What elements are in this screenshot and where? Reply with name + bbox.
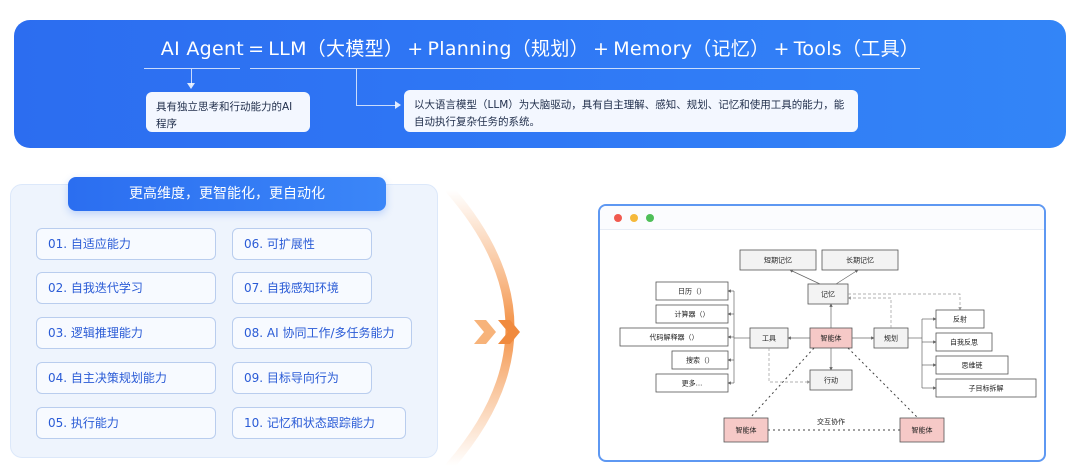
plan-item-subgoal-label: 子目标拆解	[969, 384, 1004, 393]
definition-long-text: 以大语言模型（LLM）为大脑驱动，具有自主理解、感知、规划、记忆和使用工具的能力…	[414, 99, 845, 128]
definition-banner: AI Agent=LLM（大模型）+Planning（规划）+Memory（记忆…	[14, 20, 1066, 148]
agent-left-node	[723, 417, 769, 443]
planning-to-memory-dashed	[847, 296, 892, 328]
formula-equals: =	[248, 38, 265, 60]
components-underline	[250, 68, 920, 69]
definition-long: 以大语言模型（LLM）为大脑驱动，具有自主理解、感知、规划、记忆和使用工具的能力…	[404, 90, 858, 132]
agent-to-left-agent-link	[749, 347, 815, 419]
capability-item-04: 04. 自主决策规划能力	[36, 362, 216, 394]
tool-item-calculator-label: 计算器（）	[675, 310, 710, 319]
close-dot-icon	[614, 214, 622, 222]
plan-item-cot-label: 思维链	[962, 361, 983, 370]
formula-plus-3: +	[773, 38, 790, 60]
components-connector-h	[356, 105, 396, 106]
agent-left-label: 智能体	[736, 426, 757, 435]
planning-label: 规划	[884, 334, 898, 343]
capability-item-07: 07. 自我感知环境	[232, 272, 372, 304]
capability-item-01: 01. 自适应能力	[36, 228, 216, 260]
agent-right-label: 智能体	[912, 426, 933, 435]
formula-plus-2: +	[592, 38, 610, 60]
tool-item-search-label: 搜索（）	[686, 356, 714, 365]
capability-item-10: 10. 记忆和状态跟踪能力	[232, 407, 406, 439]
short-memory-node	[739, 249, 817, 271]
formula-planning: Planning（规划）	[427, 38, 589, 60]
formula-llm: LLM（大模型）	[268, 38, 404, 60]
components-connector-v	[356, 69, 357, 105]
memory-to-short-arrow	[789, 269, 821, 285]
chevron-icon-2	[498, 320, 520, 344]
capability-item-06: 06. 可扩展性	[232, 228, 372, 260]
formula-memory: Memory（记忆）	[613, 38, 770, 60]
formula-term: AI Agent	[160, 38, 245, 60]
maximize-dot-icon	[646, 214, 654, 222]
capability-item-05: 05. 执行能力	[36, 407, 216, 439]
capability-item-08: 08. AI 协同工作/多任务能力	[232, 317, 412, 349]
tool-item-calendar-label: 日历（）	[678, 288, 706, 296]
memory-label: 记忆	[821, 290, 835, 299]
term-connector-arrow	[187, 83, 195, 89]
capability-item-02: 02. 自我迭代学习	[36, 272, 216, 304]
agent-formula: AI Agent=LLM（大模型）+Planning（规划）+Memory（记忆…	[14, 34, 1066, 61]
term-underline	[144, 68, 240, 69]
components-connector-arrow	[395, 101, 401, 109]
agent-architecture-diagram: 短期记忆 长期记忆 记忆 工具 智能体 规划 行动 日历（） 计算器（） 代码解…	[619, 249, 1037, 443]
formula-plus-1: +	[407, 38, 424, 60]
minimize-dot-icon	[630, 214, 638, 222]
memory-to-reflect-dashed	[848, 293, 962, 311]
arc-path	[445, 185, 515, 471]
term-connector	[191, 69, 192, 85]
formula-tools: Tools（工具）	[793, 38, 920, 60]
agent-diagram-window: 短期记忆 长期记忆 记忆 工具 智能体 规划 行动 日历（） 计算器（） 代码解…	[598, 204, 1046, 462]
chevron-icon-1	[474, 320, 496, 344]
tool-item-more-label: 更多...	[682, 379, 703, 388]
action-label: 行动	[824, 376, 838, 385]
collab-label: 交互协作	[817, 417, 845, 426]
definition-short: 具有独立思考和行动能力的AI 程序	[146, 92, 310, 132]
flow-arc	[445, 185, 520, 471]
capability-item-03: 03. 逻辑推理能力	[36, 317, 216, 349]
plan-item-self-critique-label: 自我反思	[950, 338, 978, 347]
memory-to-long-arrow	[835, 269, 859, 285]
long-memory-label: 长期记忆	[846, 256, 874, 265]
plan-item-reflect-label: 反射	[953, 315, 967, 324]
window-titlebar	[600, 206, 1044, 230]
short-memory-label: 短期记忆	[764, 256, 792, 265]
capability-header: 更高维度，更智能化，更自动化	[68, 177, 386, 211]
agent-label: 智能体	[821, 334, 842, 343]
agent-right-node	[899, 417, 945, 443]
long-memory-node	[821, 249, 899, 271]
definition-short-text: 具有独立思考和行动能力的AI 程序	[156, 101, 293, 130]
capability-item-09: 09. 目标导向行为	[232, 362, 372, 394]
tools-to-action-dashed	[768, 348, 811, 384]
tools-label: 工具	[762, 335, 776, 343]
agent-to-right-agent-link	[847, 347, 919, 419]
tool-item-interpreter-label: 代码解释器（）	[650, 333, 699, 342]
